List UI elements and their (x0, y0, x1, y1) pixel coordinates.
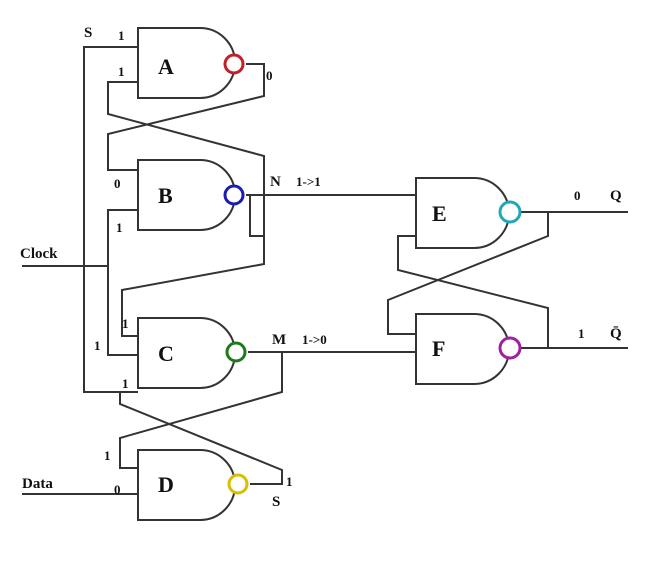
s-wire-a (83, 46, 138, 393)
value-c-in-left: 1 (94, 338, 101, 353)
gate-f-bubble (498, 336, 522, 360)
value-d-in-top: 1 (104, 448, 111, 463)
value-b-in-bottom: 1 (116, 220, 123, 235)
value-b-in-top: 0 (114, 176, 121, 191)
gate-f-label: F (432, 336, 445, 361)
value-q-bar: 1 (578, 326, 585, 341)
gate-c-bubble (225, 341, 247, 363)
value-d-out: 1 (286, 474, 293, 489)
gate-c-label: C (158, 341, 174, 366)
clock-to-b (107, 209, 138, 356)
value-q: 0 (574, 188, 581, 203)
nand-gate-d: D (137, 449, 249, 521)
signal-label-q: Q (610, 188, 622, 204)
gate-a-bubble (223, 53, 245, 75)
nand-gate-a: A (137, 27, 245, 99)
gate-e-bubble (498, 200, 522, 224)
gate-a-label: A (158, 54, 174, 79)
m-to-d-wire (119, 352, 283, 469)
input-label-clock: Clock (20, 246, 58, 262)
value-m-transition: 1->0 (302, 332, 327, 347)
a-out-wire (107, 63, 265, 171)
wires (22, 46, 628, 495)
signal-label-m: M (272, 332, 286, 348)
signal-label-s-top: S (84, 25, 92, 41)
value-a-in-bottom: 1 (118, 64, 125, 79)
value-c-in-bottom: 1 (122, 376, 129, 391)
signal-label-q-bar: Q̄ (610, 326, 622, 342)
b-feedback-wire (107, 81, 265, 237)
gate-e-label: E (432, 201, 447, 226)
value-a-out: 0 (266, 68, 273, 83)
signal-label-s-bottom: S (272, 494, 280, 510)
gate-b-label: B (158, 183, 173, 208)
nand-gate-b: B (137, 159, 245, 231)
signal-label-n: N (270, 174, 281, 190)
f-cross-wire (397, 235, 549, 348)
nand-gate-c: C (137, 317, 247, 389)
d-out-wire (119, 392, 283, 485)
gate-b-bubble (223, 184, 245, 206)
n-to-c-wire (121, 236, 265, 337)
gate-d-label: D (158, 472, 174, 497)
input-label-data: Data (22, 476, 53, 492)
value-c-in-top: 1 (122, 316, 129, 331)
nand-gate-e: E (415, 177, 522, 249)
value-n-transition: 1->1 (296, 174, 321, 189)
e-cross-wire (387, 212, 549, 335)
value-a-in-top: 1 (118, 28, 125, 43)
nand-gate-f: F (415, 313, 522, 385)
gate-d-bubble (227, 473, 249, 495)
value-d-in-data: 0 (114, 482, 121, 497)
